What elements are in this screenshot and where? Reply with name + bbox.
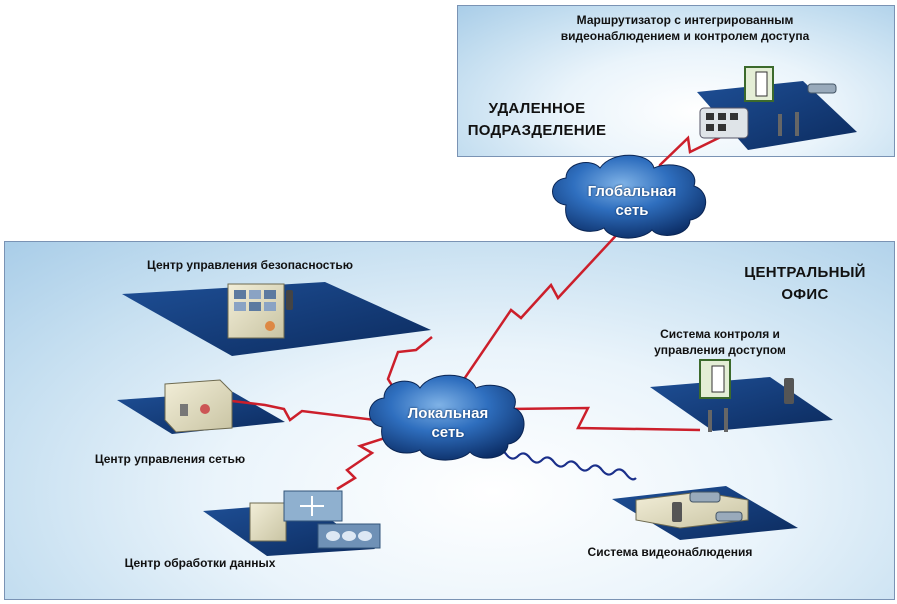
wan-cloud-label-line1: Глобальная	[587, 183, 677, 200]
access-control-label-line1: Система контроля и	[660, 327, 780, 341]
data-center-icon	[249, 490, 381, 549]
remote-router-label-line1: Маршрутизатор с интегрированным	[576, 13, 794, 27]
wan-cloud	[552, 154, 706, 239]
remote-office-title-line2: ПОДРАЗДЕЛЕНИЕ	[467, 122, 607, 139]
remote-office-title: УДАЛЕННОЕ ПОДРАЗДЕЛЕНИЕ	[462, 98, 612, 142]
network-center-label: Центр управления сетью	[94, 452, 246, 466]
remote-router-icon	[699, 66, 837, 139]
central-office-title-line1: ЦЕНТРАЛЬНЫЙ	[744, 264, 866, 281]
access-control-label: Система контроля и управления доступом	[620, 326, 820, 358]
link-network-lan	[231, 399, 384, 423]
lan-cloud	[369, 374, 525, 461]
remote-router-label-line2: видеонаблюдением и контролем доступа	[560, 29, 810, 43]
lan-cloud-label-line2: сеть	[431, 424, 465, 441]
wan-cloud-label: Глобальная сеть	[572, 182, 692, 220]
link-wan-lan	[456, 227, 624, 389]
access-control-platform	[650, 377, 833, 431]
remote-office-title-line1: УДАЛЕННОЕ	[488, 100, 586, 117]
video-system-icon	[635, 491, 749, 529]
central-office-title-line2: ОФИС	[781, 286, 829, 303]
access-control-icon	[699, 359, 794, 432]
remote-router-label: Маршрутизатор с интегрированным видеонаб…	[520, 12, 850, 44]
lan-cloud-label: Локальная сеть	[388, 404, 508, 442]
central-office-title: ЦЕНТРАЛЬНЫЙ ОФИС	[730, 262, 880, 306]
video-system-label: Система видеонаблюдения	[587, 545, 753, 559]
access-control-label-line2: управления доступом	[654, 343, 786, 357]
security-center-label: Центр управления безопасностью	[147, 258, 353, 272]
link-access-lan	[507, 406, 701, 432]
wan-cloud-label-line2: сеть	[615, 202, 649, 219]
link-video-wireless	[481, 448, 637, 481]
link-security-lan	[386, 336, 433, 393]
network-center-icon	[164, 379, 233, 433]
security-center-icon	[227, 283, 293, 339]
wired-links	[231, 128, 736, 491]
link-datacenter-lan	[336, 435, 389, 491]
data-center-label: Центр обработки данных	[124, 556, 276, 570]
lan-cloud-label-line1: Локальная	[407, 405, 489, 422]
